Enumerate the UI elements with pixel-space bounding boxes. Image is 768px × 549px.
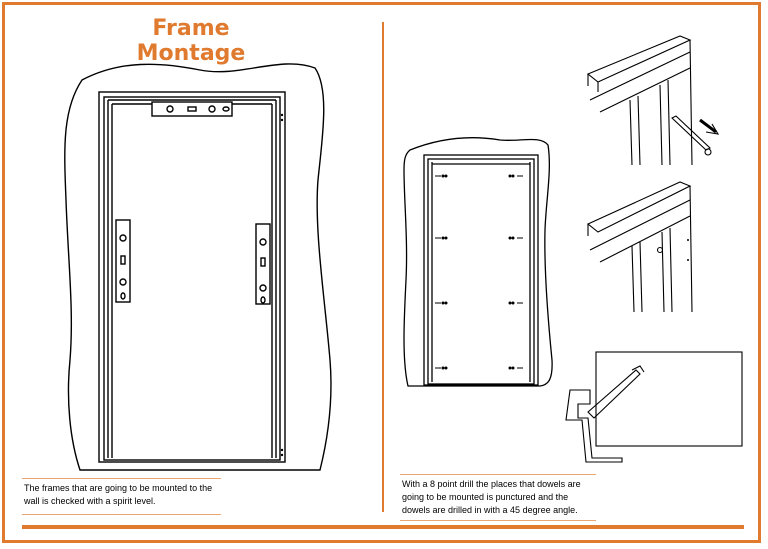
caption-drilling: With a 8 point drill the places that dow… bbox=[400, 474, 596, 521]
page-border bbox=[2, 2, 761, 543]
column-divider bbox=[382, 22, 384, 512]
spirit-level-right bbox=[255, 223, 271, 305]
footer-bar bbox=[22, 525, 744, 529]
door-frame-outer bbox=[98, 91, 286, 463]
wall-outline bbox=[64, 63, 332, 471]
wall-outline-right bbox=[403, 137, 553, 387]
drill-points bbox=[435, 174, 523, 370]
page-title: Frame Montage bbox=[136, 16, 246, 66]
caption-spirit-level: The frames that are going to be mounted … bbox=[22, 478, 221, 515]
door-frame-outer-right bbox=[423, 154, 539, 386]
